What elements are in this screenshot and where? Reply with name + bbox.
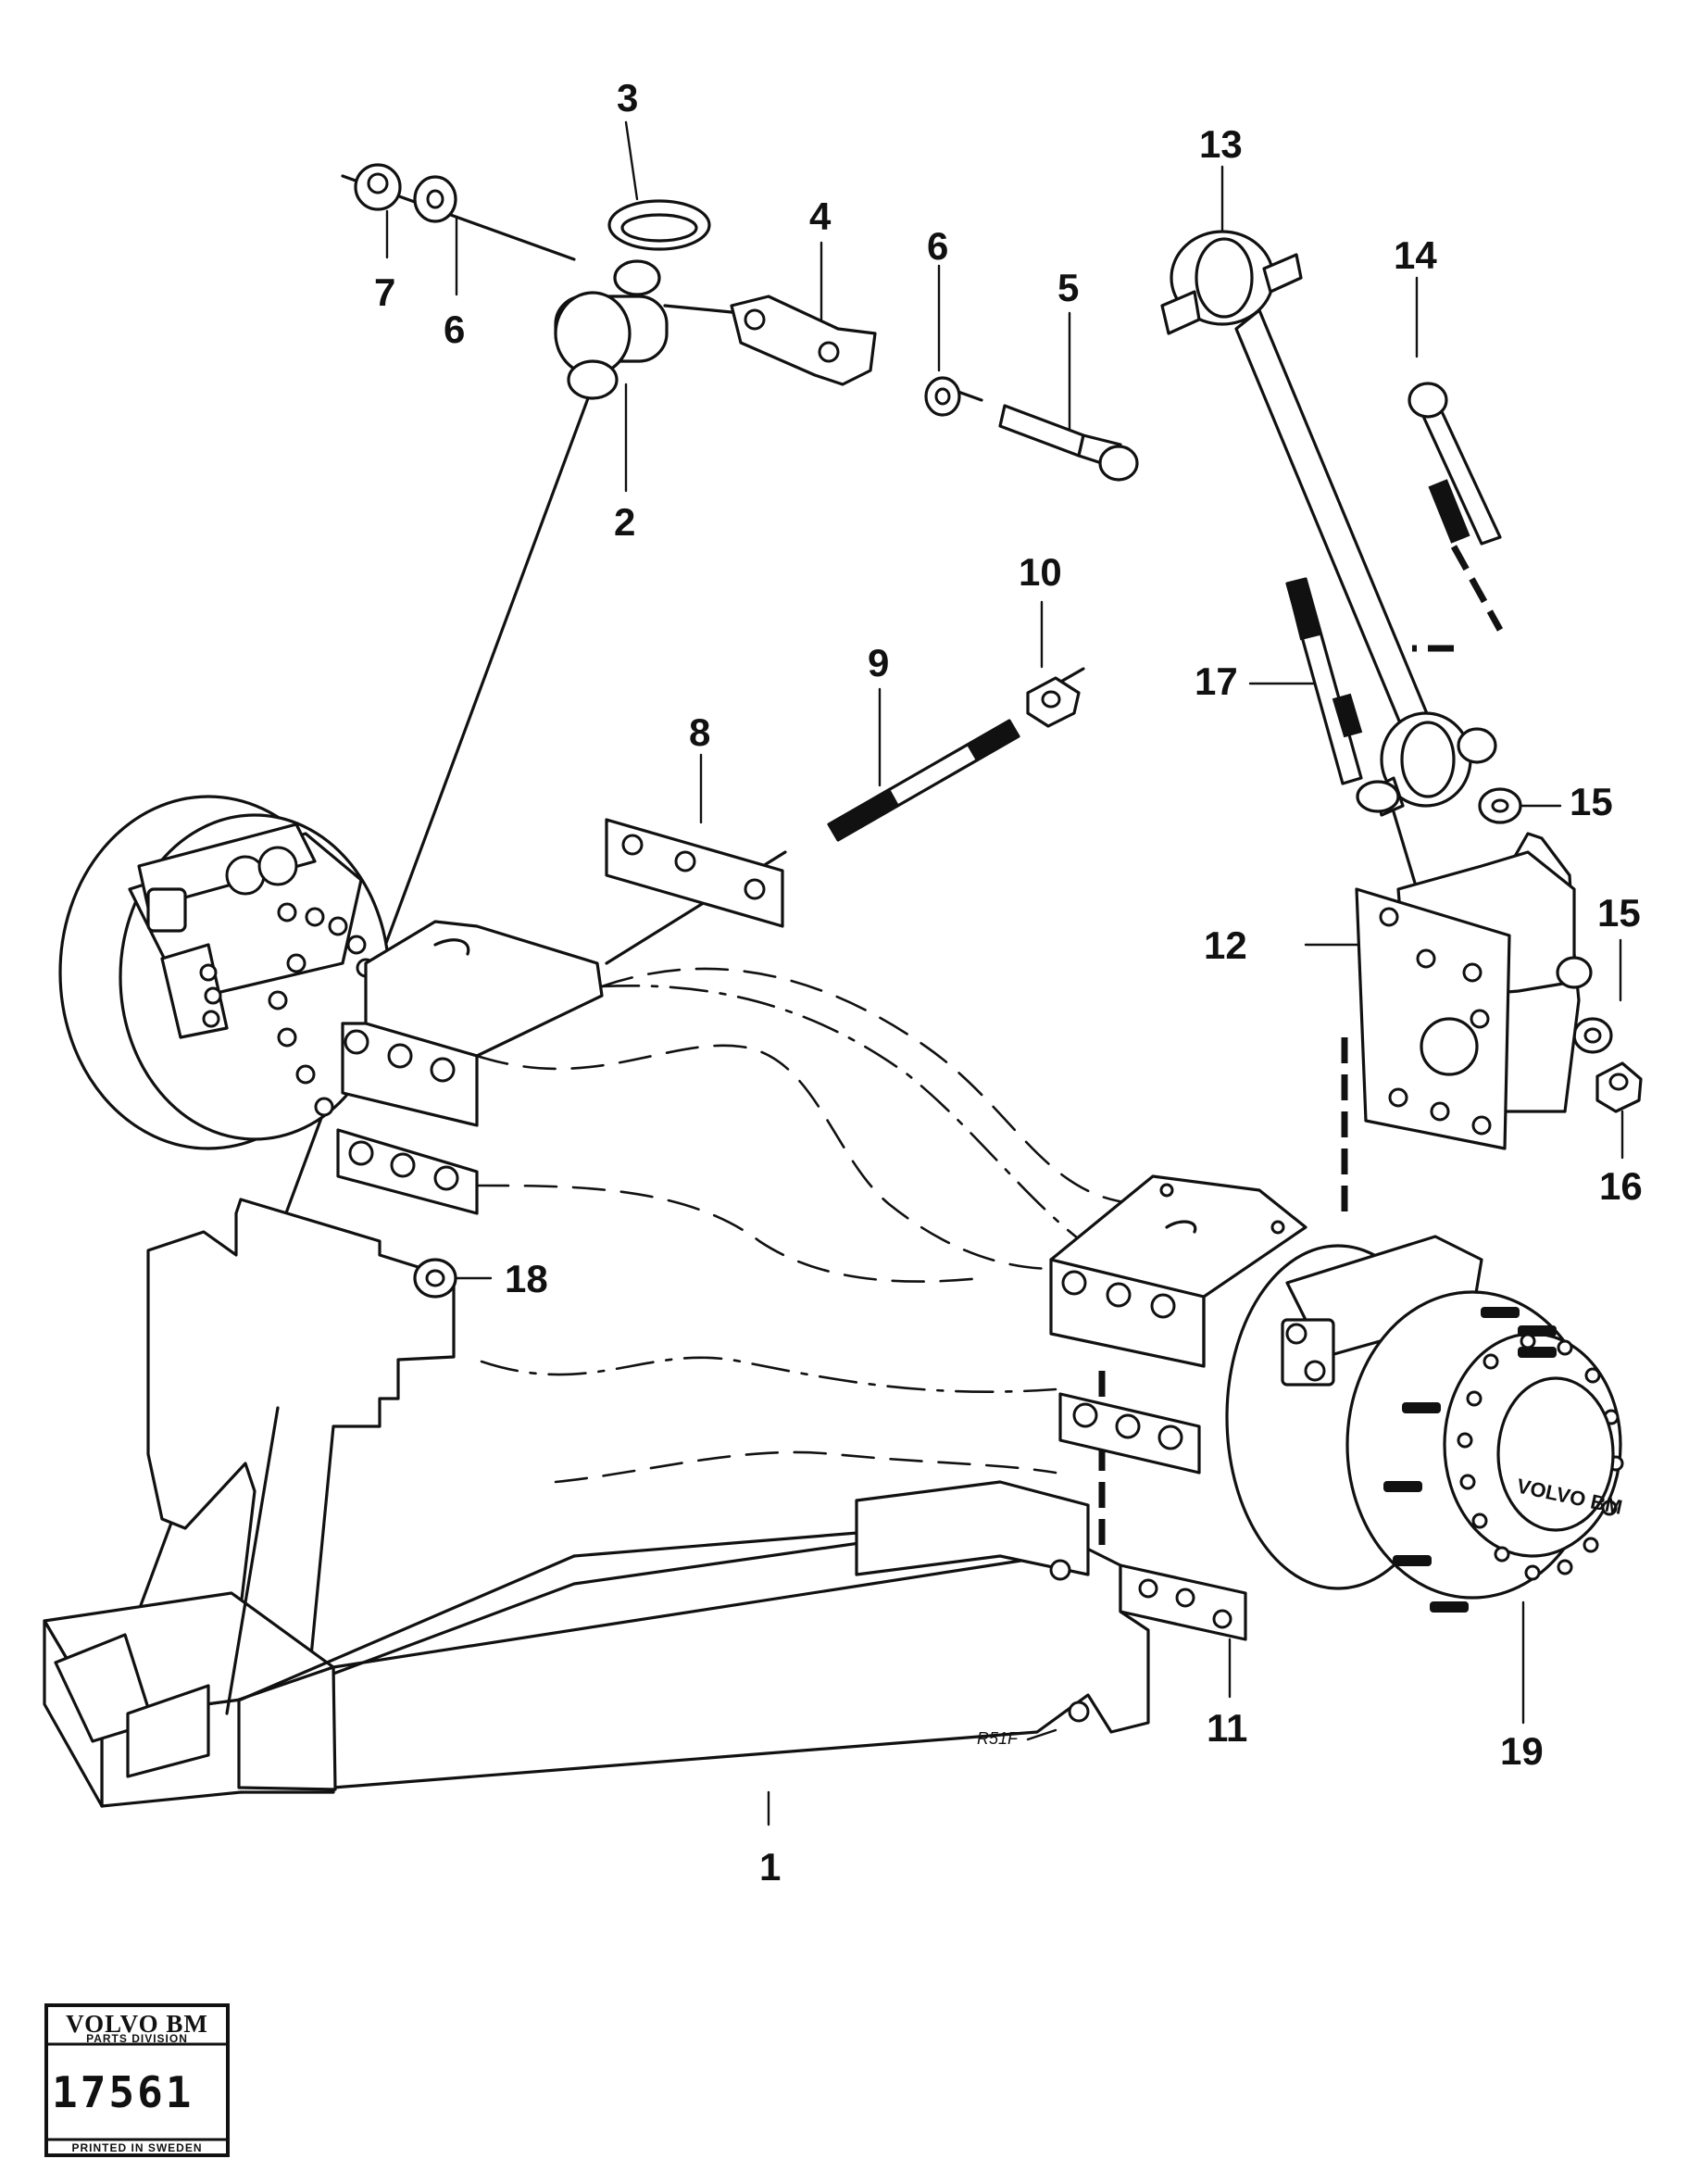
callout-11: 11 (1207, 1706, 1247, 1750)
stud-9 (827, 719, 1020, 842)
axle-frame (43, 1198, 1150, 1808)
washer-18 (413, 1258, 457, 1299)
leader-lines (385, 120, 1624, 1826)
callout-18: 18 (505, 1257, 548, 1300)
callout-15-upper: 15 (1570, 780, 1613, 823)
callout-8: 8 (689, 710, 710, 754)
callout-15-lower: 15 (1597, 891, 1641, 935)
title-block-number: 17561 (52, 2067, 194, 2117)
callout-9: 9 (868, 641, 889, 684)
wheel-studs (1383, 1307, 1557, 1613)
callout-12: 12 (1204, 923, 1247, 967)
callout-3: 3 (617, 76, 638, 119)
mounting-bracket (1355, 832, 1593, 1150)
left-mount-block (336, 920, 604, 1215)
nut-16 (1595, 1061, 1643, 1113)
axle-housing (475, 967, 1159, 1484)
callout-19: 19 (1500, 1729, 1544, 1773)
callout-7: 7 (374, 270, 395, 314)
title-block: VOLVO BM PARTS DIVISION 17561 PRINTED IN… (44, 2003, 230, 2157)
title-block-brand: VOLVO BM (66, 2010, 208, 2038)
stud-17 (1285, 577, 1400, 813)
callout-labels: 1 2 3 4 5 6 6 7 8 9 10 11 12 13 14 15 15… (374, 76, 1643, 1889)
spring-ring (607, 199, 711, 251)
bracket (730, 295, 877, 386)
left-wheel-hub (58, 795, 391, 1150)
plate-11 (1119, 1563, 1247, 1641)
title-block-division: PARTS DIVISION (86, 2032, 188, 2045)
callout-6-right: 6 (927, 224, 948, 268)
bushing (554, 259, 669, 400)
callout-2: 2 (614, 500, 635, 544)
washer-right (924, 376, 961, 417)
washer-top-left (413, 175, 457, 223)
callout-13: 13 (1199, 122, 1243, 166)
callout-4: 4 (809, 195, 832, 238)
callout-1: 1 (759, 1845, 781, 1889)
hub-bolt-pattern (268, 902, 376, 1117)
callout-6-left: 6 (444, 308, 465, 351)
callout-10: 10 (1019, 550, 1062, 594)
callout-14: 14 (1394, 233, 1437, 277)
washer-15-lower (1572, 1017, 1613, 1054)
bolt-14 (1408, 382, 1502, 546)
right-mount-block (1049, 1174, 1307, 1475)
washer-15-upper (1478, 787, 1522, 824)
callout-5: 5 (1057, 266, 1079, 309)
plate-8 (605, 818, 784, 928)
nut-10 (1026, 676, 1081, 728)
right-wheel-hub: VOLVO BM (1225, 1235, 1624, 1613)
bolt-5 (998, 404, 1139, 482)
revision-annotation: R51F (977, 1729, 1019, 1748)
title-block-footer: PRINTED IN SWEDEN (71, 2141, 202, 2154)
nut-top-left (354, 163, 402, 211)
hub-bolt-ring (1457, 1333, 1624, 1581)
callout-17: 17 (1195, 659, 1238, 703)
callout-16: 16 (1599, 1164, 1643, 1208)
